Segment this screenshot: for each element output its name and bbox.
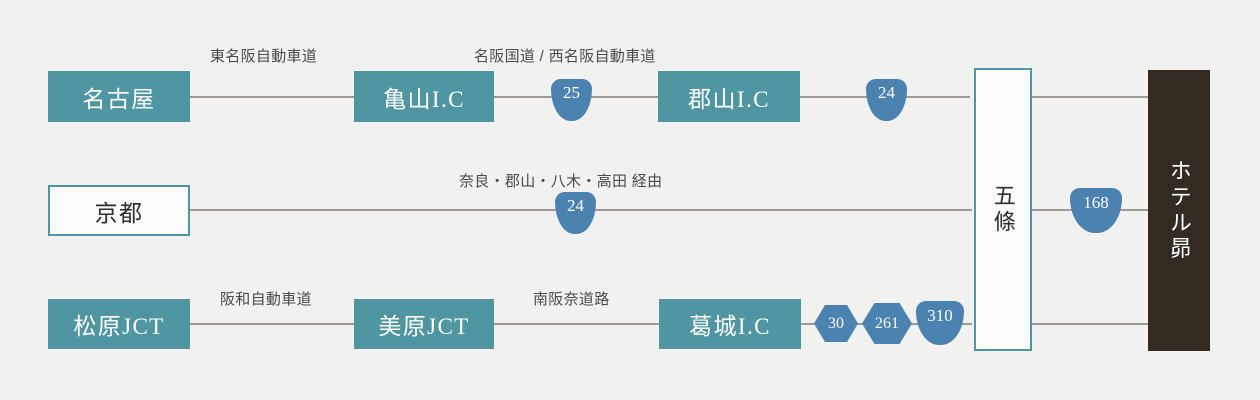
route-label-meihan: 名阪国道 / 西名阪自動車道 bbox=[474, 48, 656, 65]
node-kameyama-ic[interactable]: 亀山I.C bbox=[354, 71, 494, 122]
connector-line bbox=[493, 323, 661, 325]
route-shield-number: 310 bbox=[927, 305, 953, 325]
connector-line bbox=[188, 96, 356, 98]
route-shield-number: 30 bbox=[828, 314, 844, 332]
node-kyoto[interactable]: 京都 bbox=[48, 185, 190, 236]
route-shield-24-kyoto: 24 bbox=[555, 192, 596, 234]
route-shield-30: 30 bbox=[814, 305, 858, 342]
node-destination-hotel-subaru[interactable]: ホテル昴 bbox=[1148, 70, 1210, 351]
node-koriyama-ic[interactable]: 郡山I.C bbox=[658, 71, 800, 122]
route-shield-number: 24 bbox=[878, 82, 895, 102]
connector-line bbox=[1031, 323, 1150, 325]
node-nagoya[interactable]: 名古屋 bbox=[48, 71, 190, 122]
route-shield-number: 168 bbox=[1083, 192, 1109, 212]
route-shield-number: 24 bbox=[567, 195, 584, 215]
route-label-via-nara: 奈良・郡山・八木・高田 経由 bbox=[459, 173, 663, 190]
route-shield-24: 24 bbox=[866, 79, 907, 121]
node-mihara-jct[interactable]: 美原JCT bbox=[354, 299, 494, 349]
route-label-tomeihan: 東名阪自動車道 bbox=[210, 48, 318, 65]
route-shield-number: 261 bbox=[875, 314, 899, 332]
connector-line bbox=[188, 323, 356, 325]
node-katsuragi-ic[interactable]: 葛城I.C bbox=[659, 299, 801, 349]
route-shield-310: 310 bbox=[916, 301, 964, 345]
route-shield-168: 168 bbox=[1070, 188, 1122, 233]
route-shield-number: 25 bbox=[563, 82, 580, 102]
route-label-minamihanna: 南阪奈道路 bbox=[533, 291, 610, 308]
route-shield-261: 261 bbox=[862, 303, 912, 344]
node-gojo-junction[interactable]: 五條 bbox=[974, 68, 1032, 351]
node-matsubara-jct[interactable]: 松原JCT bbox=[48, 299, 190, 349]
connector-line bbox=[1031, 96, 1150, 98]
route-label-hanwa: 阪和自動車道 bbox=[220, 291, 312, 308]
route-shield-25: 25 bbox=[551, 79, 592, 121]
